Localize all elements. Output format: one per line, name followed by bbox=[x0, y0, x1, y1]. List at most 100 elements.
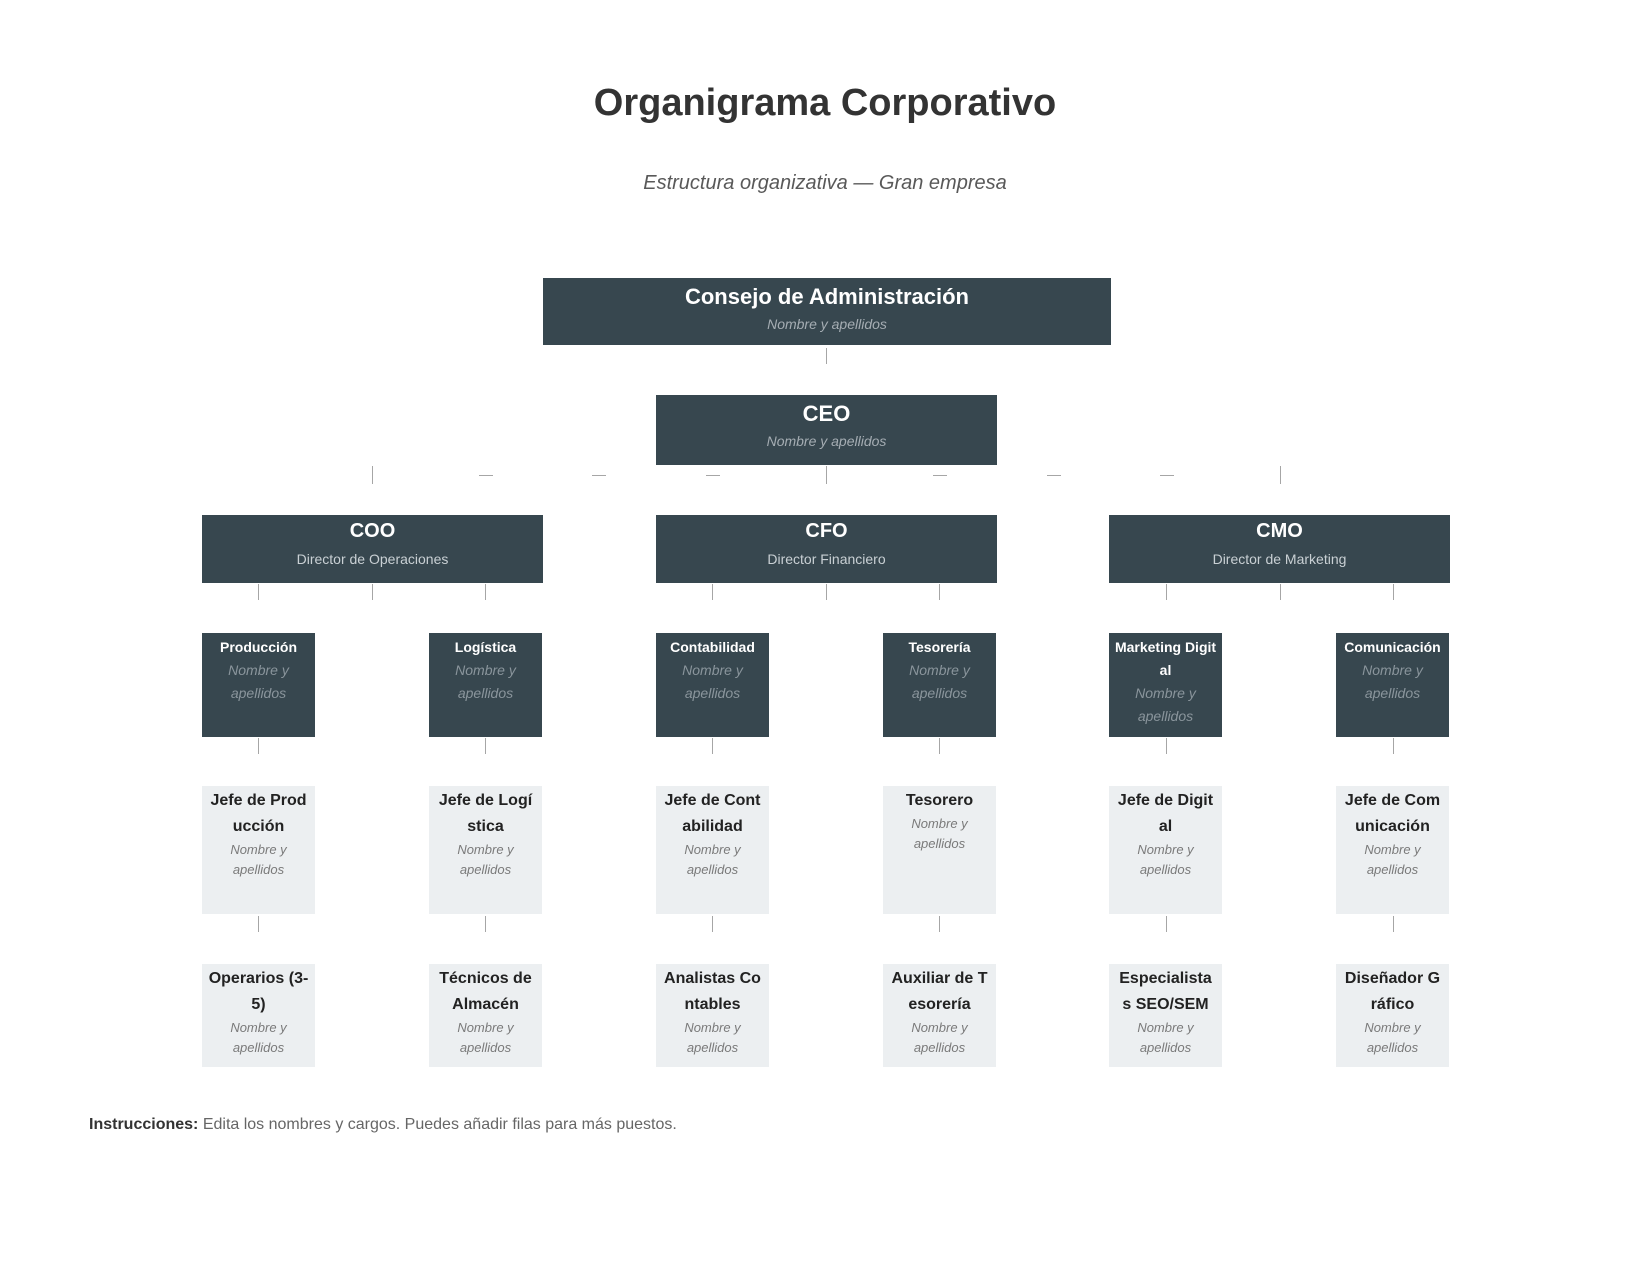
connector bbox=[712, 738, 713, 754]
staff-box-disenador[interactable]: Diseñador Gráfico Nombre y apellidos bbox=[1336, 964, 1449, 1067]
exec-title: CMO bbox=[1256, 520, 1303, 542]
connector bbox=[1280, 584, 1281, 600]
manager-title: Tesorero bbox=[905, 792, 974, 809]
page-title: Organigrama Corporativo bbox=[593, 82, 1057, 124]
staff-name: Nombre y apellidos bbox=[1137, 1020, 1194, 1055]
connector bbox=[826, 348, 827, 364]
dept-title: Comunicación bbox=[1344, 639, 1441, 655]
manager-name: Nombre y apellidos bbox=[457, 842, 514, 877]
ceo-box[interactable]: CEO Nombre y apellidos bbox=[656, 395, 997, 465]
staff-box-operarios[interactable]: Operarios (3-5) Nombre y apellidos bbox=[202, 964, 315, 1067]
staff-title: Operarios (3-5) bbox=[208, 970, 309, 1013]
dept-title: Marketing Digital bbox=[1114, 639, 1217, 678]
exec-title: CFO bbox=[805, 520, 848, 542]
manager-name: Nombre y apellidos bbox=[1137, 842, 1194, 877]
ceo-name: Nombre y apellidos bbox=[766, 433, 887, 449]
dept-name: Nombre y apellidos bbox=[909, 662, 970, 701]
connector bbox=[258, 916, 259, 932]
connector bbox=[706, 475, 720, 476]
board-name: Nombre y apellidos bbox=[767, 316, 887, 332]
manager-title: Jefe de Logística bbox=[438, 792, 533, 835]
connector bbox=[1393, 916, 1394, 932]
connector bbox=[1393, 738, 1394, 754]
connector bbox=[372, 466, 373, 484]
board-title: Consejo de Administración bbox=[684, 284, 969, 309]
connector bbox=[1166, 584, 1167, 600]
staff-title: Técnicos de Almacén bbox=[439, 970, 532, 1013]
dept-box-comunicacion[interactable]: Comunicación Nombre y apellidos bbox=[1336, 633, 1449, 737]
instructions: Instrucciones: Edita los nombres y cargo… bbox=[89, 1116, 677, 1134]
manager-box-logistica[interactable]: Jefe de Logística Nombre y apellidos bbox=[429, 786, 542, 914]
dept-box-contabilidad[interactable]: Contabilidad Nombre y apellidos bbox=[656, 633, 769, 737]
connector bbox=[485, 584, 486, 600]
staff-name: Nombre y apellidos bbox=[230, 1020, 287, 1055]
connector bbox=[485, 738, 486, 754]
dept-title: Tesorería bbox=[908, 639, 971, 655]
manager-name: Nombre y apellidos bbox=[1364, 842, 1421, 877]
exec-title: COO bbox=[349, 520, 396, 542]
dept-name: Nombre y apellidos bbox=[1135, 685, 1196, 724]
dept-title: Contabilidad bbox=[670, 639, 755, 655]
exec-box-cmo[interactable]: CMO Director de Marketing bbox=[1109, 515, 1450, 583]
connector bbox=[939, 738, 940, 754]
connector bbox=[1166, 738, 1167, 754]
connector bbox=[258, 584, 259, 600]
instructions-label: Instrucciones: bbox=[89, 1116, 199, 1133]
dept-name: Nombre y apellidos bbox=[1362, 662, 1423, 701]
dept-box-produccion[interactable]: Producción Nombre y apellidos bbox=[202, 633, 315, 737]
connector bbox=[258, 738, 259, 754]
connector bbox=[1280, 466, 1281, 484]
dept-name: Nombre y apellidos bbox=[228, 662, 289, 701]
exec-subtitle: Director de Marketing bbox=[1212, 551, 1347, 567]
staff-name: Nombre y apellidos bbox=[684, 1020, 741, 1055]
connector bbox=[1047, 475, 1061, 476]
connector bbox=[712, 584, 713, 600]
connector bbox=[1166, 916, 1167, 932]
dept-title: Logística bbox=[454, 639, 517, 655]
staff-box-especialistas[interactable]: Especialistas SEO/SEM Nombre y apellidos bbox=[1109, 964, 1222, 1067]
dept-name: Nombre y apellidos bbox=[455, 662, 516, 701]
manager-box-contabilidad[interactable]: Jefe de Contabilidad Nombre y apellidos bbox=[656, 786, 769, 914]
dept-box-logistica[interactable]: Logística Nombre y apellidos bbox=[429, 633, 542, 737]
connector bbox=[939, 916, 940, 932]
staff-name: Nombre y apellidos bbox=[1364, 1020, 1421, 1055]
exec-subtitle: Director Financiero bbox=[767, 551, 886, 567]
dept-box-marketing-digital[interactable]: Marketing Digital Nombre y apellidos bbox=[1109, 633, 1222, 737]
exec-subtitle: Director de Operaciones bbox=[296, 551, 449, 567]
exec-box-cfo[interactable]: CFO Director Financiero bbox=[656, 515, 997, 583]
connector bbox=[592, 475, 606, 476]
manager-box-digital[interactable]: Jefe de Digital Nombre y apellidos bbox=[1109, 786, 1222, 914]
dept-title: Producción bbox=[219, 639, 297, 655]
connector bbox=[485, 916, 486, 932]
manager-name: Nombre y apellidos bbox=[684, 842, 741, 877]
staff-box-analistas[interactable]: Analistas Contables Nombre y apellidos bbox=[656, 964, 769, 1067]
manager-box-produccion[interactable]: Jefe de Producción Nombre y apellidos bbox=[202, 786, 315, 914]
connector bbox=[933, 475, 947, 476]
board-box[interactable]: Consejo de Administración Nombre y apell… bbox=[543, 278, 1111, 345]
manager-box-comunicacion[interactable]: Jefe de Comunicación Nombre y apellidos bbox=[1336, 786, 1449, 914]
connector bbox=[479, 475, 493, 476]
connector bbox=[826, 584, 827, 600]
connector bbox=[826, 466, 827, 484]
dept-box-tesoreria[interactable]: Tesorería Nombre y apellidos bbox=[883, 633, 996, 737]
manager-title: Jefe de Producción bbox=[210, 792, 307, 835]
connector bbox=[712, 916, 713, 932]
connector bbox=[939, 584, 940, 600]
manager-name: Nombre y apellidos bbox=[911, 816, 968, 851]
page-subtitle: Estructura organizativa — Gran empresa bbox=[643, 172, 1007, 194]
staff-title: Analistas Contables bbox=[664, 970, 761, 1013]
staff-box-auxiliar[interactable]: Auxiliar de Tesorería Nombre y apellidos bbox=[883, 964, 996, 1067]
exec-box-coo[interactable]: COO Director de Operaciones bbox=[202, 515, 543, 583]
manager-title: Jefe de Contabilidad bbox=[664, 792, 761, 835]
ceo-title: CEO bbox=[802, 401, 851, 426]
staff-box-tecnicos[interactable]: Técnicos de Almacén Nombre y apellidos bbox=[429, 964, 542, 1067]
connector bbox=[1393, 584, 1394, 600]
connector bbox=[1160, 475, 1174, 476]
manager-title: Jefe de Comunicación bbox=[1344, 792, 1441, 835]
connector bbox=[372, 584, 373, 600]
dept-name: Nombre y apellidos bbox=[682, 662, 743, 701]
manager-title: Jefe de Digital bbox=[1117, 792, 1214, 835]
manager-box-tesoreria[interactable]: Tesorero Nombre y apellidos bbox=[883, 786, 996, 914]
staff-title: Diseñador Gráfico bbox=[1344, 970, 1441, 1013]
instructions-text: Edita los nombres y cargos. Puedes añadi… bbox=[202, 1116, 677, 1133]
